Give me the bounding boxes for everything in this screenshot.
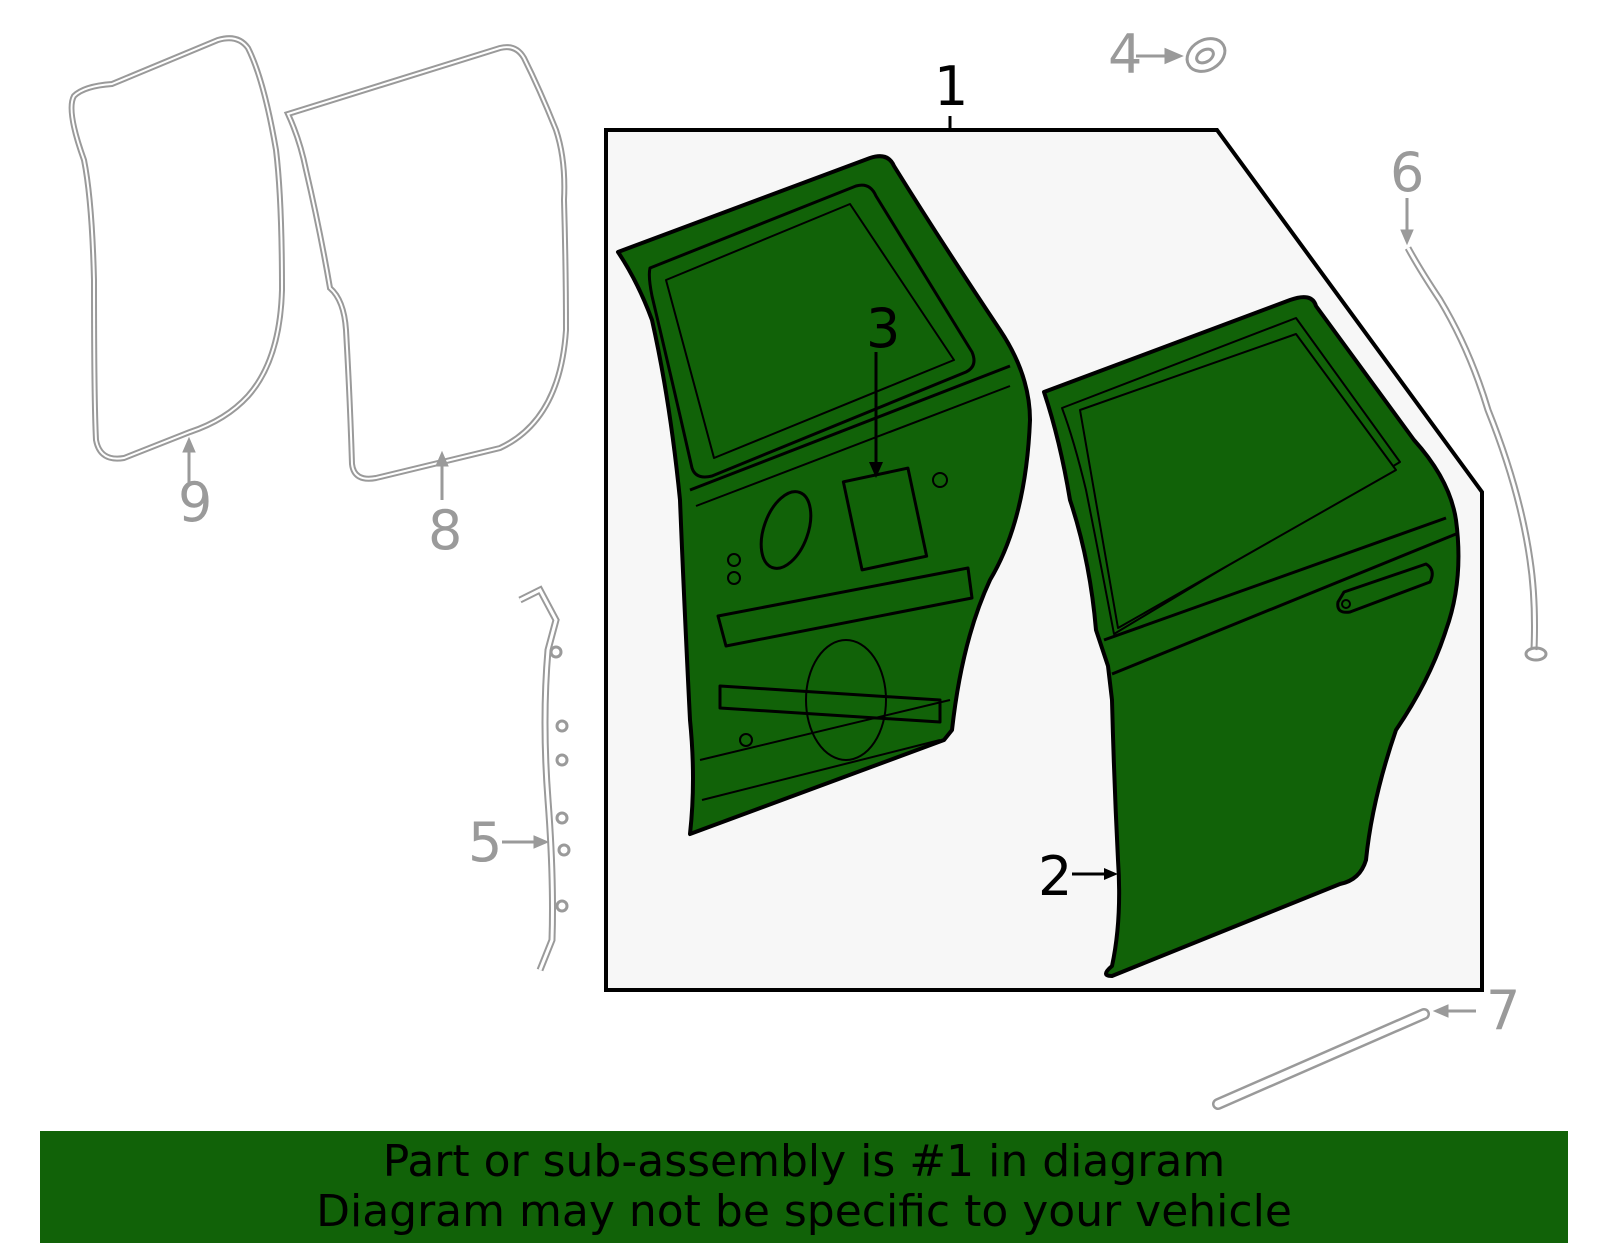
callout-3-arrowhead (869, 462, 883, 478)
door-outer-panel-2-icon (1042, 295, 1461, 978)
weatherstrip-6-icon (1400, 198, 1548, 662)
seal-7-icon (1212, 1004, 1476, 1110)
weatherstrip-8-icon (283, 44, 570, 500)
weatherstrip-9-icon (68, 35, 286, 486)
callout-label-4: 4 (1108, 23, 1143, 86)
banner-line-part-info: Part or sub-assembly is #1 in diagram (382, 1136, 1226, 1187)
callout-label-6: 6 (1390, 141, 1425, 204)
door-inner-frame-1-icon (616, 154, 1032, 836)
info-banner: Part or sub-assembly is #1 in diagram Di… (40, 1131, 1568, 1243)
callout-label-3: 3 (866, 297, 901, 360)
banner-line-disclaimer: Diagram may not be specific to your vehi… (316, 1186, 1292, 1237)
weatherstrip-5-icon (502, 585, 571, 972)
callout-label-1: 1 (934, 55, 969, 118)
callout-label-2: 2 (1038, 845, 1073, 908)
callout-2-arrowhead (1104, 868, 1118, 880)
plug-4-icon (1136, 37, 1227, 73)
callout-label-7: 7 (1486, 979, 1521, 1042)
callout-label-9: 9 (178, 471, 213, 534)
callout-label-5: 5 (468, 811, 503, 874)
callout-label-8: 8 (428, 499, 463, 562)
